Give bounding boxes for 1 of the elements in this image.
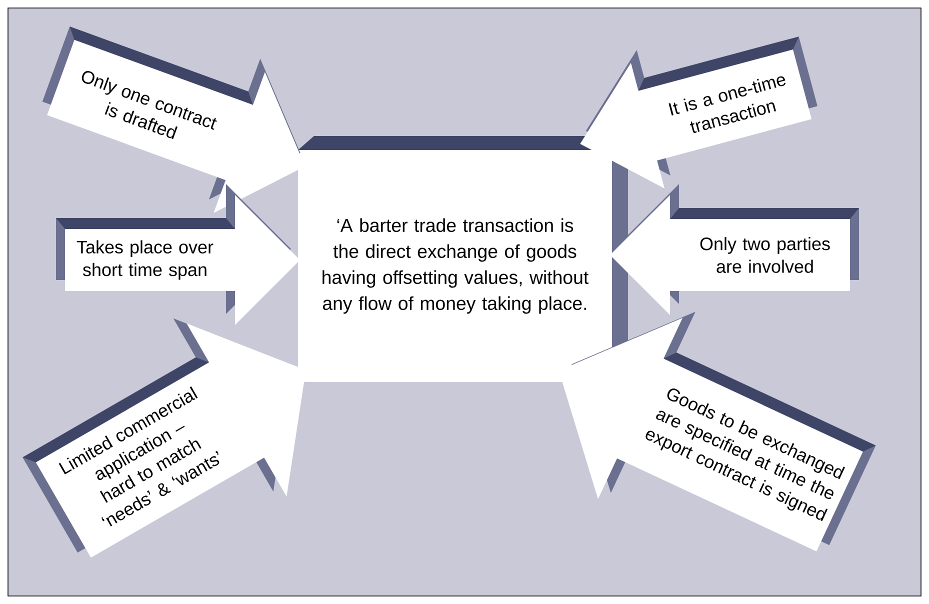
definition-box: ‘A barter trade transaction is the direct exchange of goods having offsetting values, without any flow of money taking place.	[298, 136, 628, 382]
